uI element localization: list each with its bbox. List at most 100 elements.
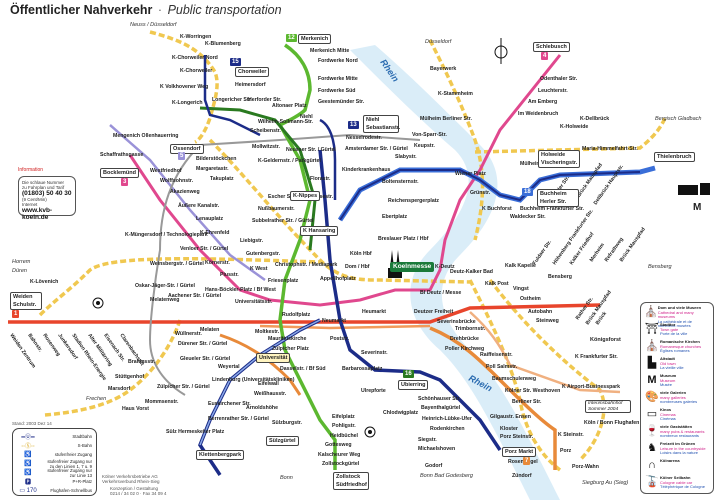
svg-text:K West: K West: [250, 266, 268, 272]
terminal-klettenbergpark[interactable]: Klettenbergpark: [196, 450, 245, 460]
title-en: Public transportation: [167, 3, 282, 17]
svg-text:Boltensternstr.: Boltensternstr.: [382, 179, 419, 185]
terminal-ubierring[interactable]: Ubierring: [398, 380, 429, 390]
line-badge-3: 3: [121, 178, 129, 186]
terminal-merkenich[interactable]: Merkenich: [298, 34, 332, 44]
svg-text:Altonaer Platz: Altonaer Platz: [272, 103, 307, 109]
poi-row-arena: ∩ Kölnarena: [644, 458, 710, 476]
publisher-info: Kölner Verkehrsbetriebe AG Verkehrsverbu…: [102, 474, 160, 484]
cathedral-icon: ⛪: [644, 306, 658, 318]
svg-text:K-Lövenich: K-Lövenich: [30, 279, 58, 285]
svg-text:Körnerstr.: Körnerstr.: [205, 260, 230, 266]
svg-text:Kalscheurer Weg: Kalscheurer Weg: [318, 452, 360, 458]
terminal-buchheim[interactable]: Buchheim Herler Str.: [537, 189, 579, 207]
svg-text:Oskar-Jäger-Str. / Gürtel: Oskar-Jäger-Str. / Gürtel: [135, 283, 196, 289]
svg-text:Bahnstr.: Bahnstr.: [26, 333, 43, 354]
svg-text:Akazienweg: Akazienweg: [170, 189, 200, 195]
svg-text:Moltkestr.: Moltkestr.: [255, 329, 280, 335]
terminal-universitaet[interactable]: Universität: [256, 353, 291, 363]
svg-text:Bonn Bad Godesberg: Bonn Bad Godesberg: [420, 473, 474, 479]
svg-text:K-Chorweiler: K-Chorweiler: [180, 68, 212, 74]
terminal-k-hansaring[interactable]: K Hansaring: [300, 226, 339, 236]
svg-text:Breslauer Platz / Hbf: Breslauer Platz / Hbf: [378, 236, 429, 242]
information-box: Die schlaue Nummer zu Fahrplan und Tarif…: [18, 176, 76, 221]
terminal-k-nippes[interactable]: K-Nippes: [290, 191, 321, 201]
terminal-bocklemuend[interactable]: Bocklemünd: [100, 168, 140, 178]
svg-text:K-Ehrenfeld: K-Ehrenfeld: [200, 230, 229, 236]
svg-text:Sülzburgstr.: Sülzburgstr.: [272, 420, 303, 426]
terminal-zollstock[interactable]: Zollstock Südfriedhof: [333, 472, 369, 490]
svg-text:Bensberg: Bensberg: [548, 274, 572, 280]
bus-icon: ▭ 170: [19, 488, 37, 494]
svg-text:K-Geldernstr. / Parkgürtel: K-Geldernstr. / Parkgürtel: [258, 158, 321, 164]
svg-text:K-Müngersdorf / Technologiepar: K-Müngersdorf / Technologiepark: [125, 232, 208, 238]
terminal-holweide[interactable]: Holweide Vischeringstr.: [538, 150, 580, 168]
svg-text:Scheibenstr.: Scheibenstr.: [250, 128, 281, 134]
svg-text:Godorf: Godorf: [425, 463, 443, 469]
svg-text:Baumschulenweg: Baumschulenweg: [492, 376, 536, 382]
svg-text:K-Chorweiler Nord: K-Chorweiler Nord: [172, 55, 218, 61]
gallery-icon: 🎨: [645, 391, 659, 403]
svg-text:Siegstr.: Siegstr.: [418, 437, 437, 443]
design-info: Konzeption / Gestaltung 0214 / 34 02 0 ·…: [110, 486, 167, 496]
svg-text:Brahmsstr.: Brahmsstr.: [128, 359, 156, 365]
svg-text:Arnoldshöhe: Arnoldshöhe: [246, 405, 278, 411]
svg-text:Wolffsohnstr.: Wolffsohnstr.: [160, 178, 194, 184]
terminal-weiden-schulstr[interactable]: Weiden Schulstr.: [10, 292, 42, 310]
svg-text:Bonn: Bonn: [280, 475, 293, 481]
svg-text:Herforder Str.: Herforder Str.: [248, 97, 282, 103]
svg-text:Zollstockgürtel: Zollstockgürtel: [322, 461, 360, 467]
svg-text:Zülpicher Platz: Zülpicher Platz: [272, 346, 309, 352]
terminal-schlebusch[interactable]: Schlebusch: [533, 42, 570, 52]
line-badge-7: 7: [523, 457, 531, 465]
legend-row-park-ride: 🅿 P+R-Platz: [17, 477, 92, 486]
terminal-suelzguertel[interactable]: Sülzgürtel: [266, 436, 299, 446]
wheelchair-icon: ♿: [24, 452, 32, 458]
terminal-thielenbruch[interactable]: Thielenbruch: [654, 152, 695, 162]
info-website[interactable]: www.kvb-koeln.de: [22, 207, 53, 221]
svg-text:Mauritiuskirche: Mauritiuskirche: [268, 336, 306, 342]
svg-text:Kinderkrankenhaus: Kinderkrankenhaus: [342, 167, 391, 173]
svg-text:Piusstr.: Piusstr.: [220, 272, 239, 278]
svg-text:Kalk Post: Kalk Post: [485, 281, 509, 287]
svg-text:Heimersdorf: Heimersdorf: [235, 82, 266, 88]
terminal-niehl-sebastianstr[interactable]: Niehl Sebastianstr.: [363, 115, 400, 133]
line-1: [8, 303, 601, 324]
line-3-4: [109, 124, 266, 282]
svg-text:Weyertal: Weyertal: [218, 364, 240, 370]
koelnmesse-label[interactable]: Koelnmesse: [390, 262, 435, 272]
svg-text:Heumarkt: Heumarkt: [362, 309, 386, 315]
svg-text:Porz: Porz: [560, 448, 572, 454]
svg-text:K Frankfurter Str.: K Frankfurter Str.: [575, 354, 618, 360]
svg-text:Waldecker Str.: Waldecker Str.: [510, 214, 546, 220]
terminal-chorweiler[interactable]: Chorweiler: [235, 67, 270, 77]
svg-text:Fuldaer Str.: Fuldaer Str.: [532, 239, 554, 266]
svg-text:Porz-Wahn: Porz-Wahn: [572, 464, 599, 470]
svg-text:K-Longerich: K-Longerich: [172, 100, 203, 106]
old-town-icon: ▙: [647, 357, 657, 369]
svg-text:Berliner Str.: Berliner Str.: [512, 399, 542, 405]
svg-text:Bf Deutz / Messe: Bf Deutz / Messe: [420, 290, 461, 296]
line-12: [277, 43, 337, 470]
line-5: [128, 54, 562, 307]
terminal-porz-markt[interactable]: Porz Markt: [502, 447, 537, 457]
svg-text:Dasselstr. / Bf Süd: Dasselstr. / Bf Süd: [280, 366, 326, 372]
svg-text:Maria-Himmelfahrt-Str.: Maria-Himmelfahrt-Str.: [582, 146, 638, 152]
svg-text:Berrenrather Str. / Gürtel: Berrenrather Str. / Gürtel: [208, 416, 269, 422]
legend-row-sbahn: ╌Ⓢ╌ S-Bahn: [17, 441, 92, 450]
svg-text:Hans-Böckler-Platz / Bf West: Hans-Böckler-Platz / Bf West: [205, 287, 276, 293]
svg-text:Fordwerke Mitte: Fordwerke Mitte: [318, 76, 358, 82]
svg-text:Wüllnerstr.: Wüllnerstr.: [175, 331, 202, 337]
svg-text:Vingst: Vingst: [513, 286, 529, 292]
svg-text:Frechen: Frechen: [86, 396, 106, 402]
svg-text:Weißhausstr.: Weißhausstr.: [254, 391, 287, 397]
svg-text:Euskirchener Str.: Euskirchener Str.: [208, 401, 251, 407]
terminal-ossendorf[interactable]: Ossendorf: [170, 144, 204, 154]
svg-text:Schaffrathsgasse: Schaffrathsgasse: [100, 152, 143, 158]
svg-text:Stüttgenhof: Stüttgenhof: [115, 374, 144, 380]
terminal-koenigsforst: Königsforst: [588, 336, 623, 344]
legend-row-accessible-partial: ♿ stufenfreier Zugang nur zu den Linien …: [17, 459, 92, 469]
svg-text:Nußbaumerstr.: Nußbaumerstr.: [258, 206, 295, 212]
